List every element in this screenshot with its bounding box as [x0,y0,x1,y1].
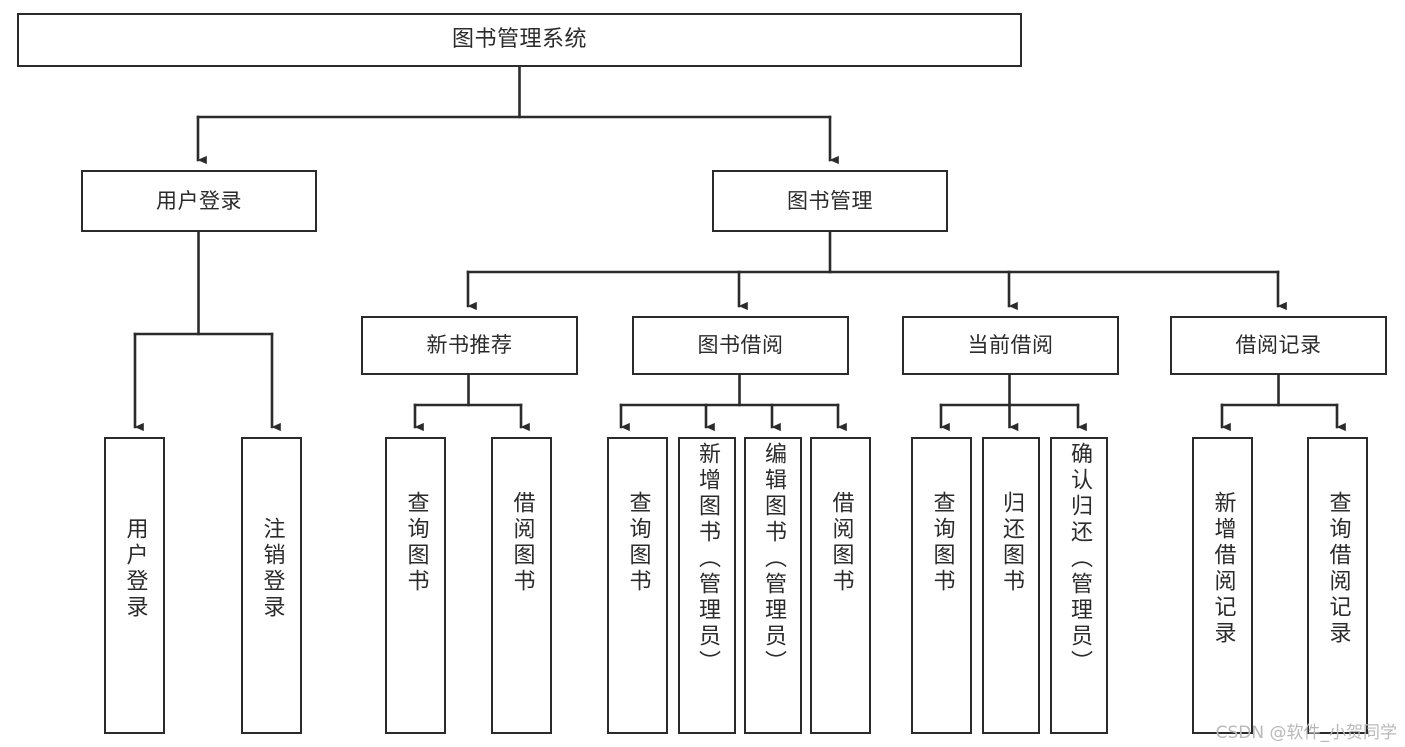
node-label: 用户登录 [122,517,148,621]
node-label: 注销登录 [259,517,285,621]
node-label: 归还图书 [999,491,1024,595]
node-book-borrow[interactable]: 图书借阅 [632,316,849,375]
leaf-query-record[interactable]: 查询借阅记录 [1307,437,1368,734]
leaf-query-book-2[interactable]: 查询图书 [607,437,668,734]
leaf-return-book[interactable]: 归还图书 [982,437,1040,734]
node-label: 查询图书 [929,491,955,595]
leaf-user-login[interactable]: 用户登录 [104,437,165,734]
csdn-watermark: CSDN @软件_小贺同学 [1215,723,1397,743]
node-label: 当前借阅 [967,333,1054,358]
node-label: 新书推荐 [426,333,513,358]
node-label: 查询借阅记录 [1325,491,1351,647]
node-label: 借阅图书 [509,491,535,595]
node-label: 查询图书 [403,491,429,595]
node-current-borrow[interactable]: 当前借阅 [902,316,1119,375]
leaf-confirm-return[interactable]: 确认归还（管理员） [1050,437,1108,734]
node-label: 确认归还（管理员） [1067,442,1092,676]
node-label: 图书管理 [787,188,873,213]
node-label: 借阅记录 [1235,333,1322,358]
node-label: 用户登录 [156,188,242,213]
leaf-borrow-book-2[interactable]: 借阅图书 [810,437,871,734]
node-label: 图书借阅 [697,333,784,358]
node-user-login[interactable]: 用户登录 [81,170,317,232]
leaf-user-logout[interactable]: 注销登录 [241,437,302,734]
node-borrow-record[interactable]: 借阅记录 [1170,316,1387,375]
leaf-add-book[interactable]: 新增图书（管理员） [678,437,736,734]
leaf-add-record[interactable]: 新增借阅记录 [1192,437,1253,734]
leaf-query-book-1[interactable]: 查询图书 [385,437,446,734]
leaf-query-book-3[interactable]: 查询图书 [911,437,972,734]
node-label: 编辑图书（管理员） [761,442,786,676]
node-root-book-management-system[interactable]: 图书管理系统 [17,13,1022,67]
node-label: 查询图书 [625,491,651,595]
leaf-edit-book[interactable]: 编辑图书（管理员） [744,437,802,734]
node-label: 新增借阅记录 [1210,491,1236,647]
node-book-management[interactable]: 图书管理 [712,170,948,232]
node-new-book-recommend[interactable]: 新书推荐 [361,316,578,375]
node-label: 借阅图书 [828,491,854,595]
node-label: 新增图书（管理员） [695,442,720,676]
node-label: 图书管理系统 [451,27,587,53]
leaf-borrow-book-1[interactable]: 借阅图书 [491,437,552,734]
